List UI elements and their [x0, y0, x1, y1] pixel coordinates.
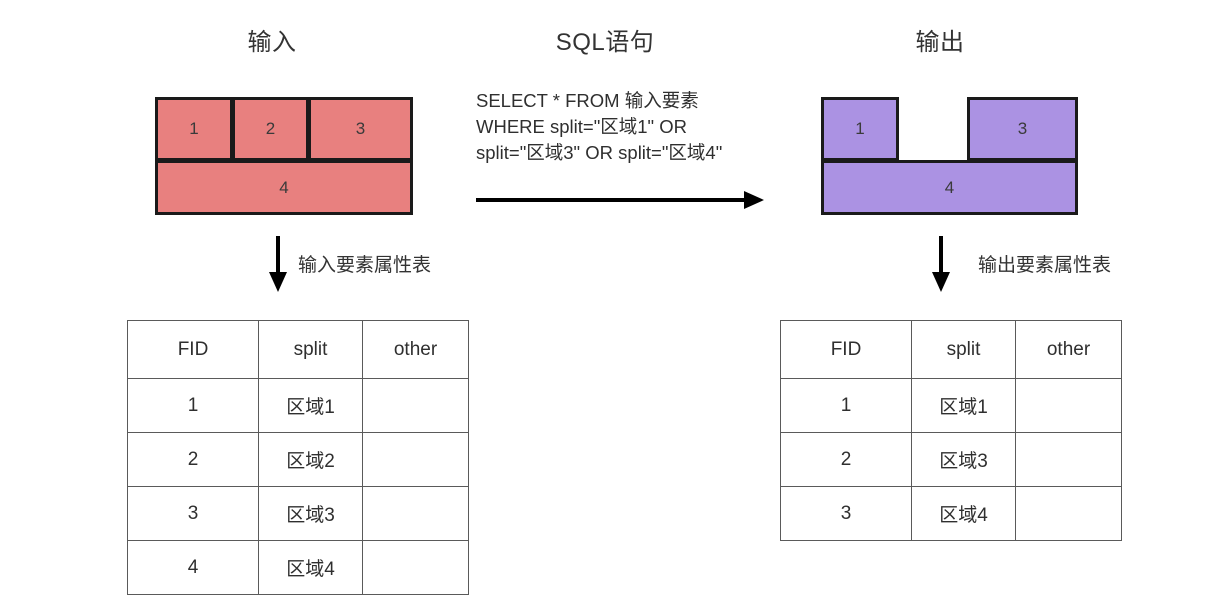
table-row: 2 区域3 — [780, 432, 1122, 487]
input-table-arrow-down-icon — [269, 236, 287, 292]
input-column-title: 输入 — [247, 29, 297, 56]
cell-other — [362, 540, 469, 595]
cell-fid: 2 — [780, 432, 912, 487]
table-row: 3 区域4 — [780, 486, 1122, 541]
cell-other — [1015, 486, 1122, 541]
cell-split: 区域4 — [258, 540, 363, 595]
output-shape-cell-4: 4 — [821, 160, 1078, 215]
cell-other — [362, 486, 469, 541]
cell-fid: 3 — [780, 486, 912, 541]
sql-statement-line-1: SELECT * FROM 输入要素 — [476, 90, 699, 111]
output-shape-cell-3: 3 — [967, 97, 1078, 161]
cell-split: 区域3 — [258, 486, 363, 541]
cell-other — [362, 378, 469, 433]
input-table-arrow-label: 输入要素属性表 — [298, 255, 432, 276]
output-shape-cell-1: 1 — [821, 97, 899, 161]
input-attribute-table: FID split other 1 区域1 2 区域2 3 区域3 4 — [127, 320, 469, 595]
column-header-fid: FID — [780, 320, 912, 379]
sql-column-title: SQL语句 — [555, 29, 655, 56]
table-header-row: FID split other — [127, 320, 469, 379]
cell-other — [1015, 378, 1122, 433]
table-header-row: FID split other — [780, 320, 1122, 379]
cell-split: 区域1 — [258, 378, 363, 433]
output-table-arrow-down-icon — [932, 236, 950, 292]
output-table-arrow-label: 输出要素属性表 — [978, 255, 1112, 276]
cell-split: 区域3 — [911, 432, 1016, 487]
transform-arrow-right-icon — [476, 191, 764, 209]
column-header-other: other — [1015, 320, 1122, 379]
table-row: 3 区域3 — [127, 486, 469, 541]
table-row: 2 区域2 — [127, 432, 469, 487]
cell-split: 区域4 — [911, 486, 1016, 541]
cell-other — [1015, 432, 1122, 487]
cell-fid: 1 — [780, 378, 912, 433]
sql-statement-line-3: split="区域3" OR split="区域4" — [476, 142, 723, 163]
input-shape-cell-2: 2 — [232, 97, 309, 161]
cell-fid: 3 — [127, 486, 259, 541]
cell-split: 区域1 — [911, 378, 1016, 433]
cell-fid: 1 — [127, 378, 259, 433]
sql-statement-line-2: WHERE split="区域1" OR — [476, 116, 688, 137]
table-row: 1 区域1 — [127, 378, 469, 433]
column-header-fid: FID — [127, 320, 259, 379]
column-header-split: split — [258, 320, 363, 379]
output-attribute-table: FID split other 1 区域1 2 区域3 3 区域4 — [780, 320, 1122, 541]
table-row: 1 区域1 — [780, 378, 1122, 433]
cell-fid: 2 — [127, 432, 259, 487]
output-column-title: 输出 — [915, 29, 965, 56]
sql-statement-text: SELECT * FROM 输入要素 WHERE split="区域1" OR … — [476, 88, 786, 166]
column-header-split: split — [911, 320, 1016, 379]
cell-split: 区域2 — [258, 432, 363, 487]
input-shape-cell-1: 1 — [155, 97, 233, 161]
table-row: 4 区域4 — [127, 540, 469, 595]
input-shape-cell-3: 3 — [308, 97, 413, 161]
input-shape-cell-4: 4 — [155, 160, 413, 215]
cell-other — [362, 432, 469, 487]
cell-fid: 4 — [127, 540, 259, 595]
column-header-other: other — [362, 320, 469, 379]
